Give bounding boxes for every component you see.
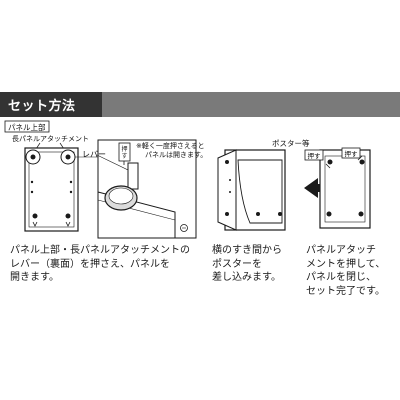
frame-dot xyxy=(30,190,34,194)
poster-sheet xyxy=(237,159,283,224)
push-tag xyxy=(118,142,131,162)
lever-leader xyxy=(96,154,129,171)
caption-line: 横のすき間から xyxy=(212,245,282,256)
screw-icon xyxy=(65,154,71,160)
frame-dot xyxy=(69,180,73,184)
front-panel-open xyxy=(217,149,237,231)
panel-top-label: パネル上部 xyxy=(8,122,46,132)
screw-icon xyxy=(225,212,229,216)
panel-top-label-box xyxy=(4,120,50,133)
screw-icon xyxy=(30,154,36,160)
step2-illustration: ポスター等 xyxy=(217,138,336,231)
step3-caption: パネルアタッチ メントを押して、 パネルを閉じ、 セット完了です。 xyxy=(306,244,385,298)
step1-knob-detail: 押 す レバー ※軽く一度押さえると パネルは開きます。 xyxy=(82,139,207,239)
push-label: 押す xyxy=(345,149,359,158)
section-title: セット方法 xyxy=(8,99,76,114)
step1-caption: パネル上部・長パネルアタッチメントの レバー（裏面）を押さえ、パネルを 開きます… xyxy=(10,244,190,285)
caption-line: レバー（裏面）を押さえ、パネルを xyxy=(10,258,170,270)
note-line: ※軽く一度押さえると xyxy=(136,141,205,150)
screw-icon xyxy=(359,159,365,165)
screw-icon xyxy=(65,213,71,219)
push-arrow xyxy=(325,163,331,169)
caption-line: メントを押して、 xyxy=(306,258,386,270)
step2-caption: 横のすき間から ポスターを 差し込みます。 xyxy=(212,244,282,285)
screw-icon xyxy=(358,211,364,217)
caption-line: 開きます。 xyxy=(10,272,59,283)
caption-line: パネルアタッチ xyxy=(306,245,376,256)
attachment-label: 長パネルアタッチメント xyxy=(12,134,89,143)
caption-line: セット完了です。 xyxy=(306,285,385,297)
knob-face xyxy=(108,187,134,205)
caption-line: パネルを閉じ、 xyxy=(306,272,376,283)
caption-line: パネル上部・長パネルアタッチメントの xyxy=(10,245,190,256)
push-tag-left xyxy=(304,149,324,161)
push-tag-right xyxy=(341,147,361,159)
frame-inner-border xyxy=(28,151,75,228)
caption-line: 差し込みます。 xyxy=(212,272,281,283)
note-line: パネルは開きます。 xyxy=(145,151,207,159)
frame-dot xyxy=(69,190,73,194)
section-header-tab xyxy=(0,92,102,117)
frame-dot xyxy=(30,180,34,184)
screw-icon xyxy=(278,212,282,216)
push-label: 押 xyxy=(121,145,127,153)
step1-frame-illustration: パネル上部 長パネルアタッチメント xyxy=(4,120,98,232)
caption-line: ポスターを xyxy=(212,258,262,270)
poster-label: ポスター等 xyxy=(272,138,310,148)
push-arrow xyxy=(357,155,363,161)
screw-icon xyxy=(256,212,260,216)
screw-icon xyxy=(32,213,38,219)
screw-icon xyxy=(327,159,333,165)
screw-icon xyxy=(225,160,229,164)
lever-label: レバー xyxy=(82,150,106,159)
knob-shaft xyxy=(127,162,139,190)
push-label: す xyxy=(121,153,127,160)
step3-illustration: 押す 押す xyxy=(304,147,371,229)
screw-icon xyxy=(326,211,332,217)
frame-dot xyxy=(229,179,231,181)
frame-dot xyxy=(229,191,231,193)
push-label: 押す xyxy=(308,151,322,160)
hinge-mark xyxy=(32,221,38,227)
hinge-mark xyxy=(65,221,71,227)
